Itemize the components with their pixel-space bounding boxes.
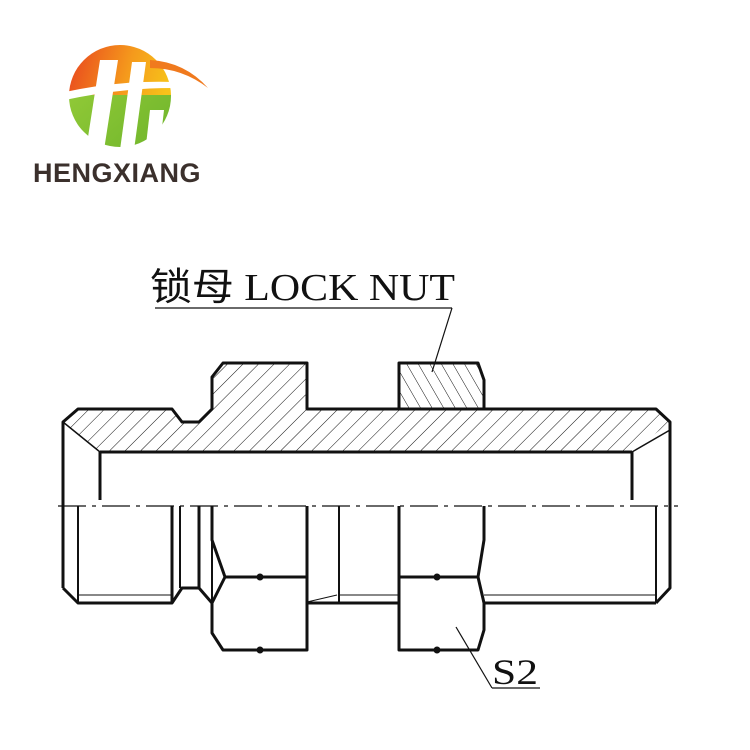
fitting-outline — [61, 361, 672, 654]
s2-label: S2 — [492, 652, 538, 692]
body-section-hatch — [63, 363, 670, 452]
s2-leader — [455, 626, 493, 689]
lock-nut-leader-arrow — [431, 307, 453, 373]
hengxiang-logo: HENGXIANG — [33, 45, 208, 188]
lock-nut-label: 锁母 LOCK NUT — [150, 267, 455, 309]
lock-nut-section-hatch — [399, 363, 484, 409]
brand-name: HENGXIANG — [33, 158, 201, 188]
